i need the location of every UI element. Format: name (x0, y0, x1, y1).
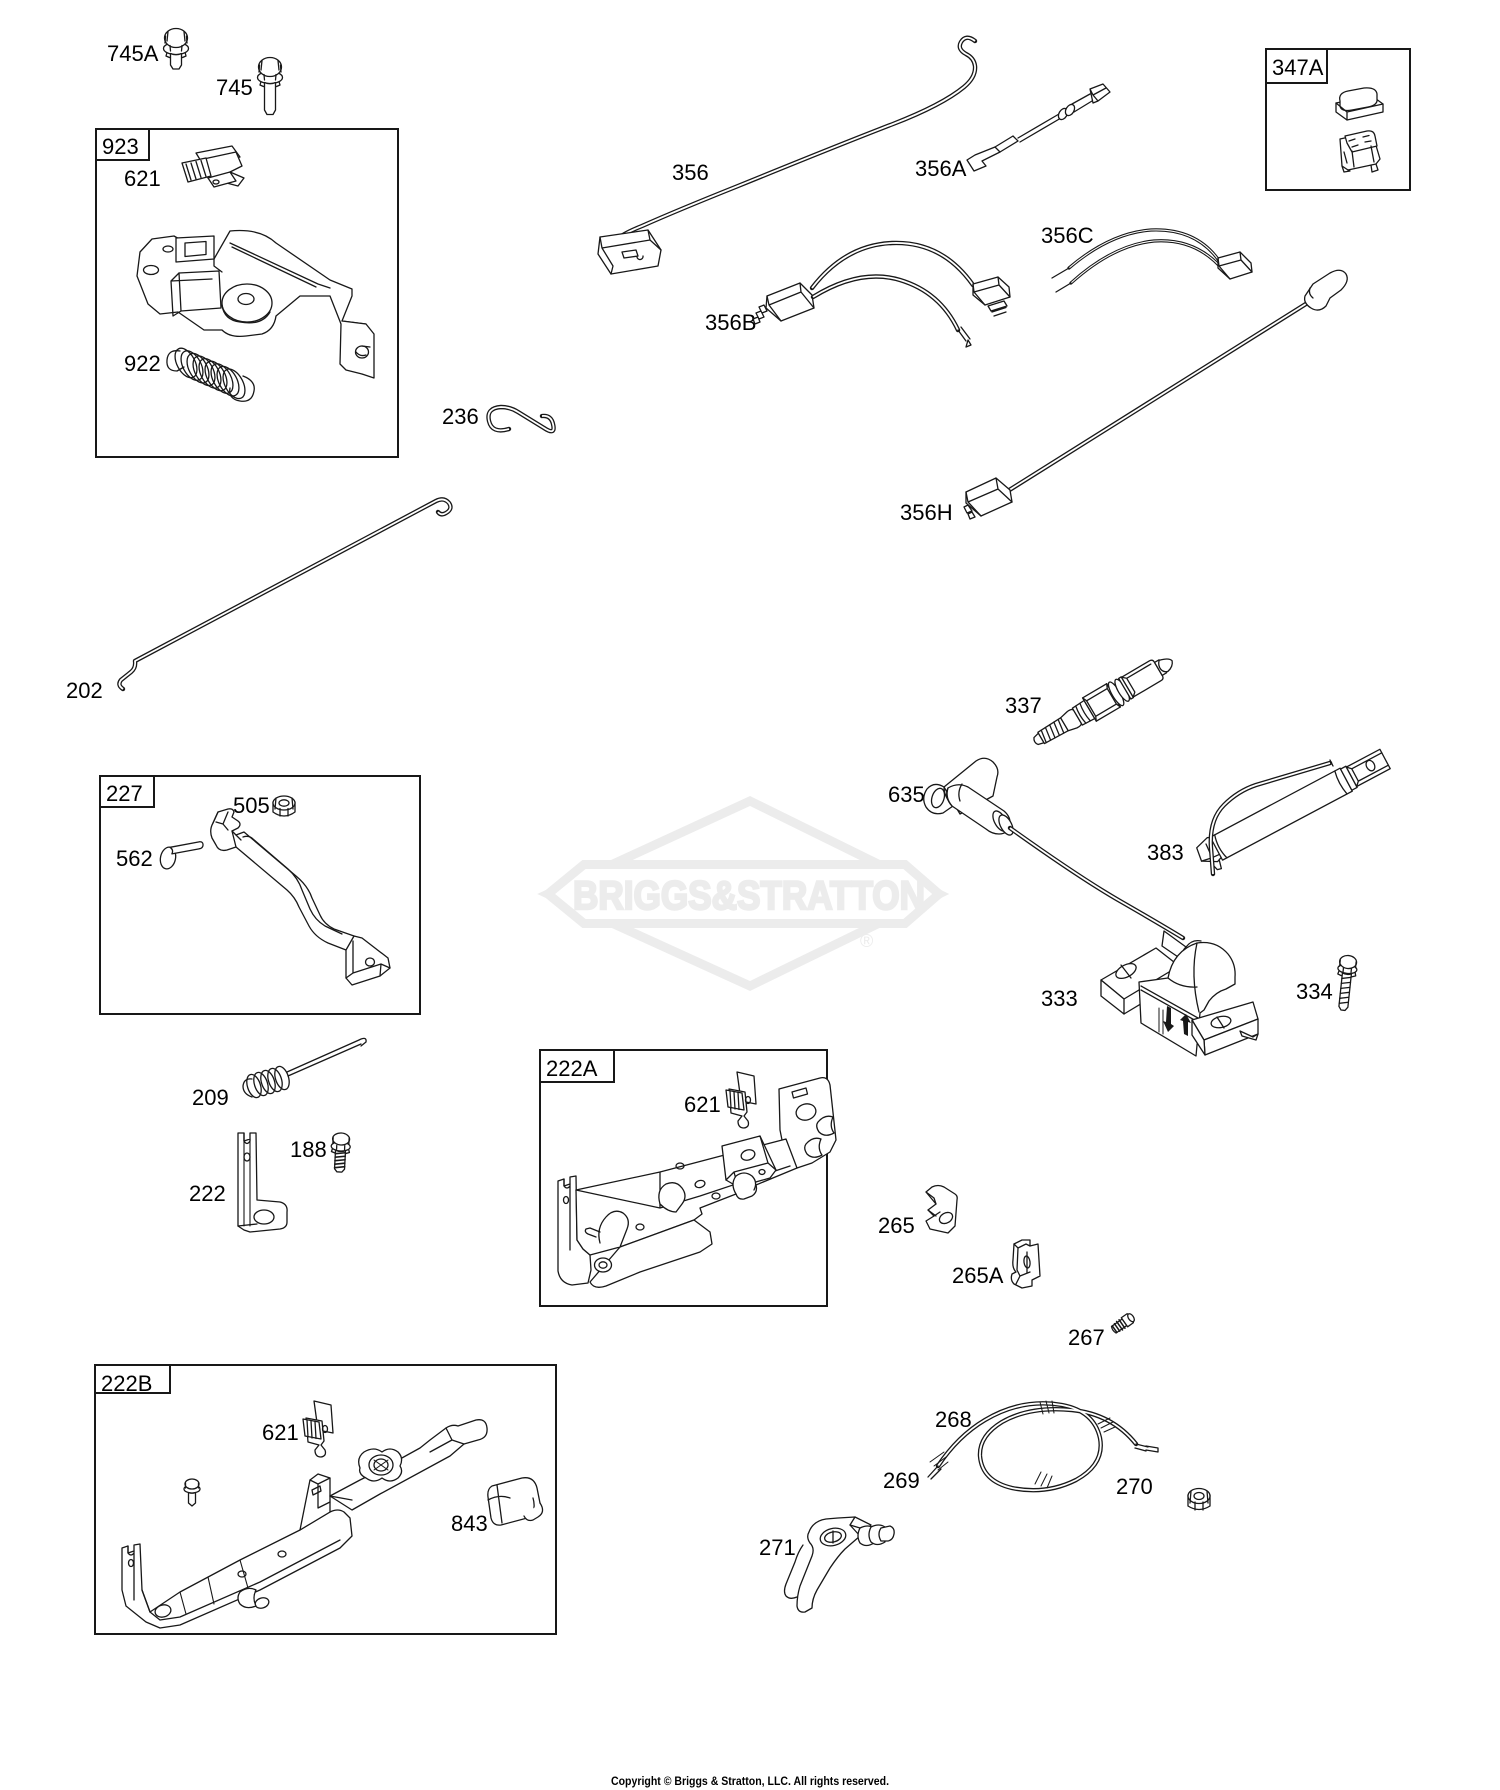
svg-text:222A: 222A (546, 1056, 598, 1081)
svg-text:202: 202 (66, 678, 103, 703)
svg-text:209: 209 (192, 1085, 229, 1110)
svg-text:843: 843 (451, 1511, 488, 1536)
svg-text:621: 621 (684, 1092, 721, 1117)
svg-text:Copyright © Briggs & Stratton,: Copyright © Briggs & Stratton, LLC. All … (611, 1776, 889, 1788)
svg-text:236: 236 (442, 404, 479, 429)
svg-text:621: 621 (262, 1420, 299, 1445)
svg-text:222: 222 (189, 1181, 226, 1206)
svg-text:®: ® (860, 931, 873, 951)
svg-text:267: 267 (1068, 1325, 1105, 1350)
svg-text:222B: 222B (101, 1371, 152, 1396)
svg-text:265: 265 (878, 1213, 915, 1238)
svg-text:337: 337 (1005, 693, 1042, 718)
svg-text:356B: 356B (705, 310, 756, 335)
svg-text:356C: 356C (1041, 223, 1094, 248)
svg-text:356: 356 (672, 160, 709, 185)
svg-text:227: 227 (106, 781, 143, 806)
svg-text:268: 268 (935, 1407, 972, 1432)
svg-text:635: 635 (888, 782, 925, 807)
svg-text:505: 505 (233, 793, 270, 818)
svg-text:562: 562 (116, 846, 153, 871)
svg-text:347A: 347A (1272, 55, 1324, 80)
svg-text:356A: 356A (915, 156, 967, 181)
svg-text:383: 383 (1147, 840, 1184, 865)
svg-text:270: 270 (1116, 1474, 1153, 1499)
svg-text:356H: 356H (900, 500, 953, 525)
svg-text:745: 745 (216, 75, 253, 100)
svg-text:269: 269 (883, 1468, 920, 1493)
svg-text:BRIGGS&STRATTON: BRIGGS&STRATTON (573, 874, 925, 918)
svg-text:188: 188 (290, 1137, 327, 1162)
svg-text:745A: 745A (107, 41, 159, 66)
svg-text:334: 334 (1296, 979, 1333, 1004)
svg-text:621: 621 (124, 166, 161, 191)
svg-text:922: 922 (124, 351, 161, 376)
svg-text:333: 333 (1041, 986, 1078, 1011)
svg-text:265A: 265A (952, 1263, 1004, 1288)
svg-text:271: 271 (759, 1535, 796, 1560)
svg-text:923: 923 (102, 134, 139, 159)
